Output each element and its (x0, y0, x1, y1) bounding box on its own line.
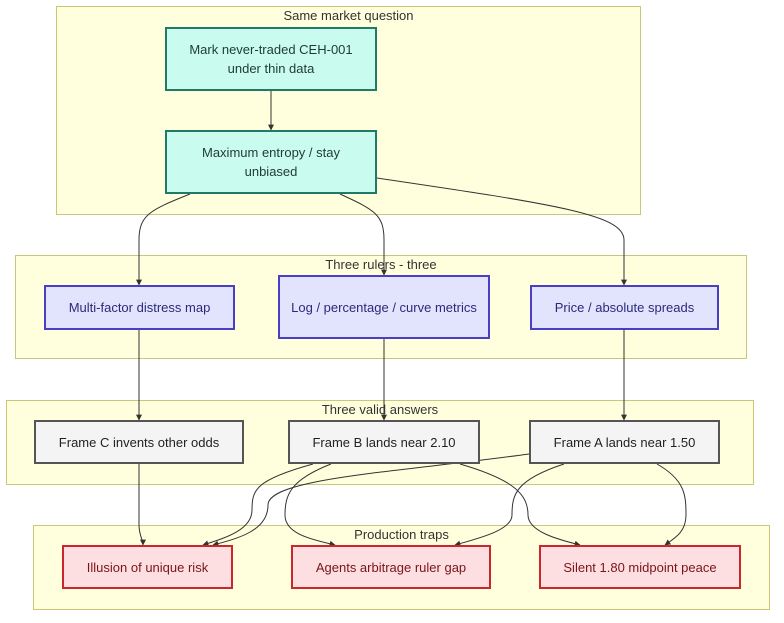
edge-frame-b-to-illusion (202, 463, 314, 547)
node-silent-midpoint-peace: Silent 1.80 midpoint peace (539, 545, 741, 589)
edge-frame-b-to-agents (284, 463, 336, 547)
cluster-label: Three rulers - three (325, 257, 437, 272)
node-label: Agents arbitrage ruler gap (315, 559, 467, 575)
edge-frame-c-to-illusion (138, 464, 146, 546)
edge-frame-a-to-illusion (212, 453, 530, 547)
edge-frame-a-to-silent (656, 463, 687, 546)
cluster-label: Production traps (354, 527, 449, 542)
node-label: Multi-factor distress map (68, 300, 211, 315)
node-label: Silent 1.80 midpoint peace (563, 559, 717, 575)
node-label: Illusion of unique risk (86, 559, 209, 575)
node-illusion-unique-risk: Illusion of unique risk (62, 545, 233, 589)
edge-entropy-to-price (376, 177, 627, 286)
node-log-percentage-curve: Log / percentage / curve metrics (278, 275, 490, 339)
edge-entropy-to-log (339, 193, 387, 276)
edge-frame-a-to-agents (454, 463, 565, 547)
node-multi-factor-distress-map: Multi-factor distress map (44, 285, 235, 330)
node-label: Price / absolute spreads (554, 300, 695, 315)
node-maximum-entropy: Maximum entropy / stay unbiased (165, 130, 377, 194)
node-label: Mark never-traded CEH-001 under thin dat… (189, 42, 353, 76)
cluster-label: Three valid answers (321, 402, 439, 417)
node-frame-a: Frame A lands near 1.50 (529, 420, 720, 464)
node-mark-never-traded: Mark never-traded CEH-001 under thin dat… (165, 27, 377, 91)
node-frame-c: Frame C invents other odds (34, 420, 244, 464)
node-label: Frame C invents other odds (58, 434, 220, 450)
node-agents-arbitrage: Agents arbitrage ruler gap (291, 545, 491, 589)
node-label: Frame A lands near 1.50 (553, 434, 696, 450)
edge-entropy-to-multifactor (136, 193, 191, 286)
node-frame-b: Frame B lands near 2.10 (288, 420, 480, 464)
edge-frame-b-to-silent (459, 463, 581, 547)
cluster-label: Same market question (283, 8, 414, 23)
node-label: Frame B lands near 2.10 (312, 434, 456, 450)
node-label: Maximum entropy / stay unbiased (202, 145, 340, 179)
node-label: Log / percentage / curve metrics (291, 299, 477, 315)
node-price-absolute-spreads: Price / absolute spreads (530, 285, 719, 330)
